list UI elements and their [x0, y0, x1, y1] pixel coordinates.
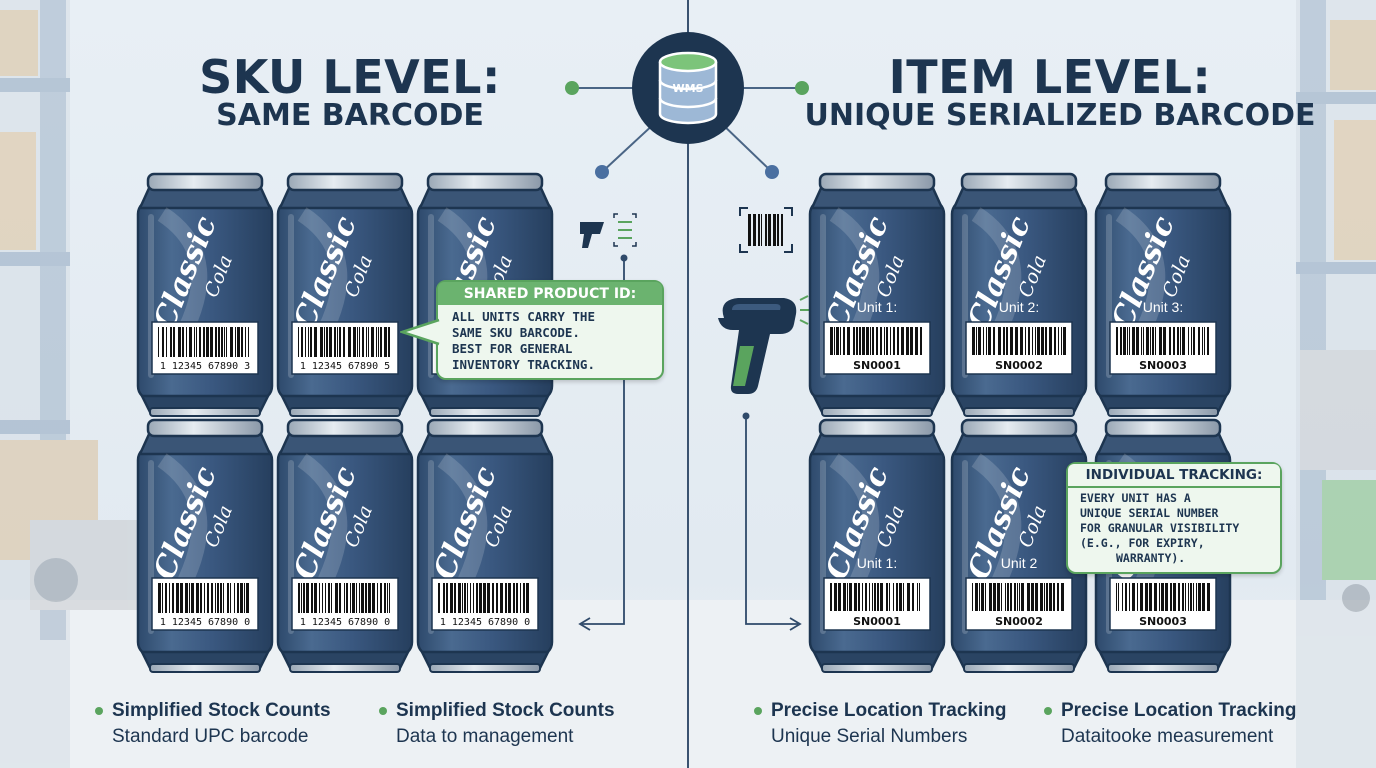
bullet-item: Precise Location Tracking Unique Serial … — [754, 700, 1007, 748]
bullet-desc: Standard UPC barcode — [112, 726, 309, 747]
network-node — [565, 81, 579, 95]
barcode-bars — [972, 583, 1064, 611]
barcode-bars — [1116, 327, 1209, 355]
left-shelving — [0, 0, 150, 768]
barcode-number: 1 12345 67890 5 — [300, 361, 390, 372]
callout-line: (E.G., FOR EXPIRY, — [1080, 536, 1205, 550]
bullet-item: Simplified Stock Counts Data to manageme… — [379, 700, 615, 748]
bullet-desc: Dataitooke measurement — [1061, 726, 1274, 747]
bullet-title: Simplified Stock Counts — [396, 700, 615, 721]
callout-header: SHARED PRODUCT ID: — [438, 282, 662, 305]
bullet-title: Precise Location Tracking — [1061, 700, 1297, 721]
unit-label: Unit 2 — [1001, 555, 1038, 571]
bullet-item: Precise Location Tracking Dataitooke mea… — [1044, 700, 1297, 748]
right-title: ITEM LEVEL: — [888, 50, 1212, 104]
callout-line: SAME SKU BARCODE. — [452, 325, 580, 340]
serial-number: SN0001 — [853, 615, 901, 628]
barcode-bars — [158, 583, 249, 613]
handheld-scanner-icon — [580, 213, 637, 248]
network-node — [765, 165, 779, 179]
network-node — [795, 81, 809, 95]
callout-line: BEST FOR GENERAL — [452, 341, 573, 356]
serial-number: SN0001 — [853, 359, 901, 372]
right-connector-arrow — [745, 416, 802, 631]
database-icon: WMS — [632, 32, 744, 144]
barcode-number: 1 12345 67890 3 — [160, 361, 250, 372]
barcode-number: 1 12345 67890 0 — [440, 617, 530, 628]
left-title: SKU LEVEL: — [199, 50, 501, 104]
callout-body: EVERY UNIT HAS A UNIQUE SERIAL NUMBER FO… — [1068, 488, 1280, 566]
callout-line: ALL UNITS CARRY THE — [452, 309, 595, 324]
barcode-number: 1 12345 67890 0 — [160, 617, 250, 628]
unit-label: Unit 2: — [999, 299, 1039, 315]
barcode-bars — [830, 583, 920, 611]
callout-body: ALL UNITS CARRY THE SAME SKU BARCODE. BE… — [438, 305, 662, 373]
bullet-desc: Unique Serial Numbers — [771, 726, 968, 747]
handheld-scanner-icon — [718, 295, 810, 394]
bullet-dot — [95, 707, 103, 715]
connector-node — [742, 412, 750, 420]
bullet-title: Simplified Stock Counts — [112, 700, 331, 721]
shared-product-id-callout: SHARED PRODUCT ID: ALL UNITS CARRY THE S… — [436, 280, 664, 380]
serial-number: SN0003 — [1139, 615, 1187, 628]
callout-line: INVENTORY TRACKING. — [452, 357, 595, 372]
right-shelving — [1296, 0, 1376, 768]
bullet-desc: Data to management — [396, 726, 574, 747]
individual-tracking-callout: INDIVIDUAL TRACKING: EVERY UNIT HAS A UN… — [1066, 462, 1282, 574]
barcode-number: 1 12345 67890 0 — [300, 617, 390, 628]
callout-line: WARRANTY). — [1116, 551, 1186, 565]
connector-node — [620, 254, 628, 262]
bullet-title: Precise Location Tracking — [771, 700, 1007, 721]
callout-header: INDIVIDUAL TRACKING: — [1068, 464, 1280, 488]
barcode-bars — [1116, 583, 1210, 611]
unit-label: Unit 1: — [857, 555, 897, 571]
serial-number: SN0003 — [1139, 359, 1187, 372]
serial-number: SN0002 — [995, 615, 1043, 628]
barcode-bars — [972, 327, 1066, 355]
barcode-bars — [438, 583, 529, 613]
left-subtitle: SAME BARCODE — [216, 98, 484, 133]
bullet-dot — [754, 707, 762, 715]
bullet-item: Simplified Stock Counts Standard UPC bar… — [95, 700, 331, 748]
db-label: WMS — [672, 82, 703, 95]
barcode-bars — [158, 327, 249, 357]
barcode-bars — [298, 583, 390, 613]
barcode-scan-icon — [739, 207, 793, 253]
barcode-bars — [298, 327, 390, 357]
unit-label: Unit 1: — [857, 299, 897, 315]
right-subtitle: UNIQUE SERIALIZED BARCODE — [804, 98, 1316, 133]
bullet-dot — [1044, 707, 1052, 715]
wms-network — [572, 87, 802, 173]
left-connector-arrow — [578, 258, 625, 631]
unit-label: Unit 3: — [1143, 299, 1183, 315]
callout-line: UNIQUE SERIAL NUMBER — [1080, 506, 1219, 520]
barcode-bars — [830, 327, 922, 355]
network-node — [595, 165, 609, 179]
callout-pointer — [400, 318, 440, 346]
callout-line: FOR GRANULAR VISIBILITY — [1080, 521, 1240, 535]
callout-line: EVERY UNIT HAS A — [1080, 491, 1191, 505]
bullet-dot — [379, 707, 387, 715]
serial-number: SN0002 — [995, 359, 1043, 372]
